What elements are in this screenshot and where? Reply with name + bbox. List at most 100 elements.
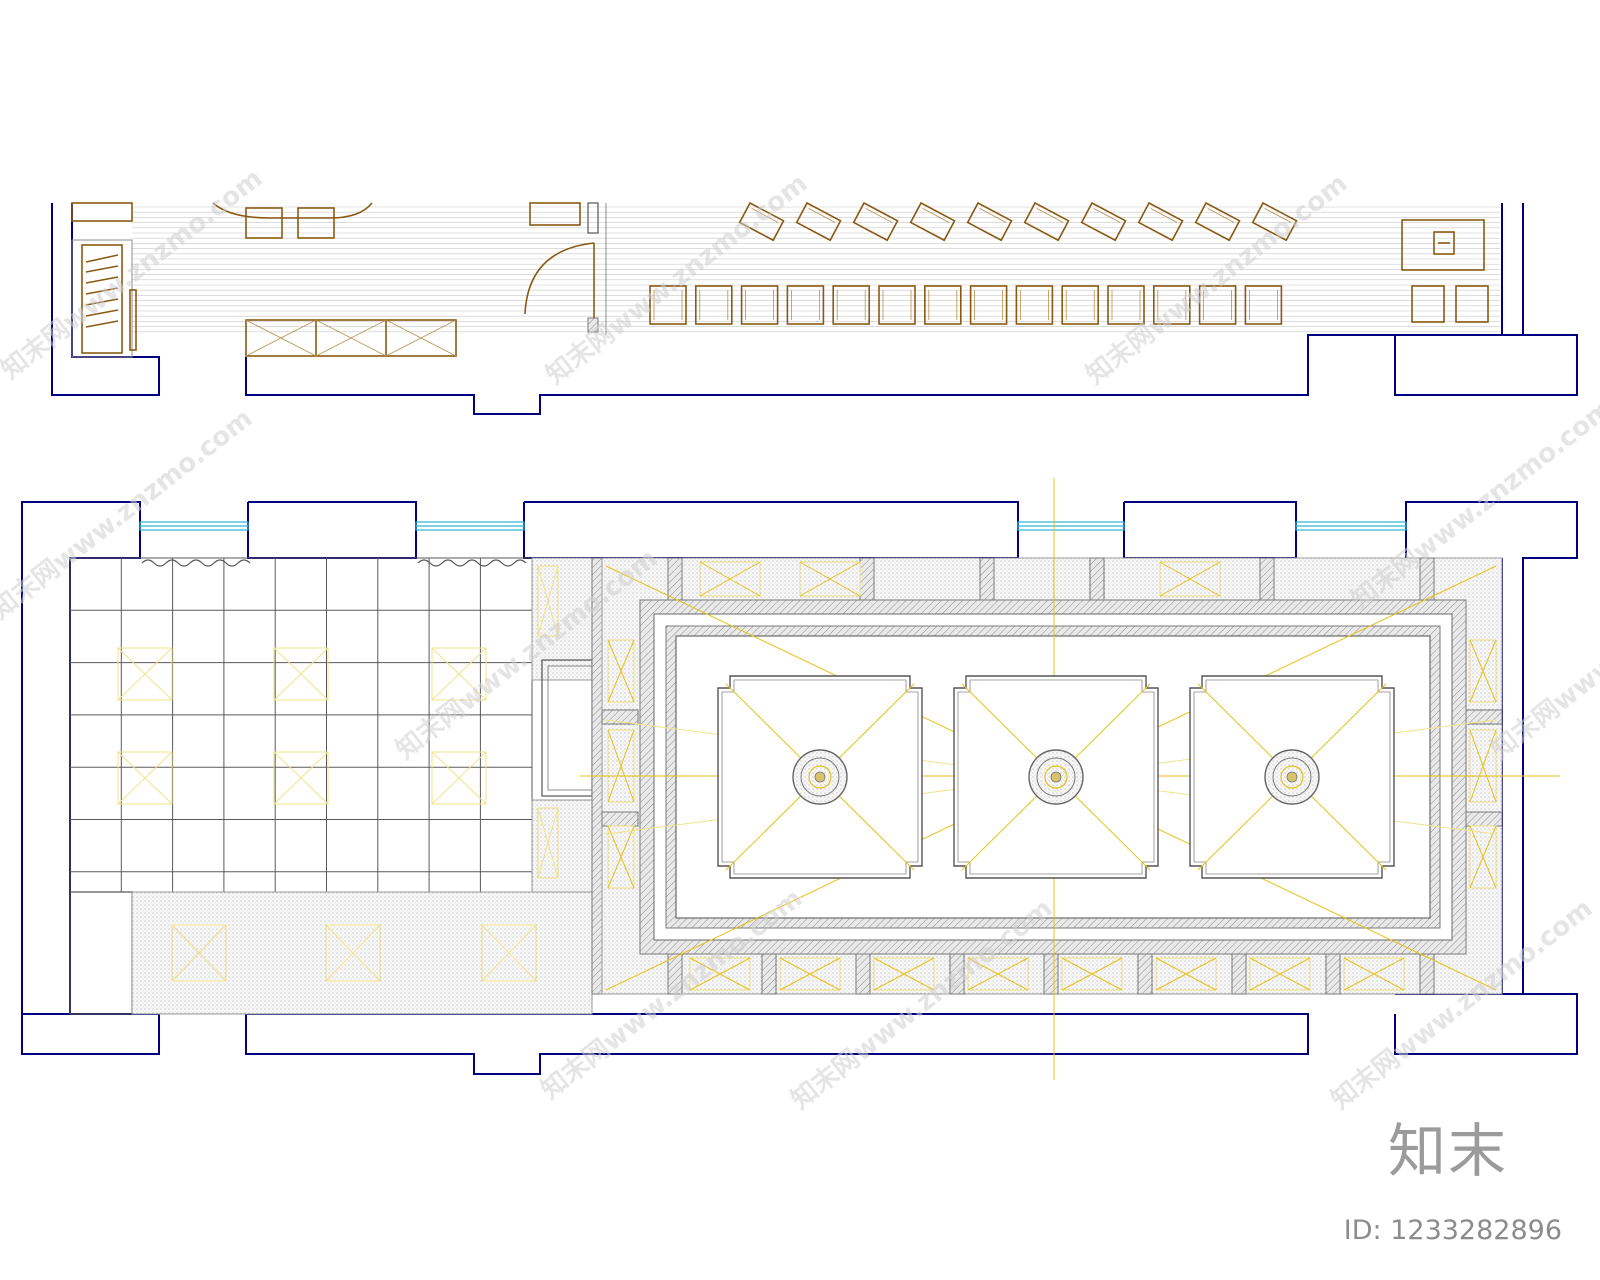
band-fixture-diag (1343, 957, 1405, 991)
light-fixture-diag (117, 751, 173, 805)
diagonal-chair (852, 201, 899, 242)
light-fixture (273, 751, 329, 805)
diagonal-chair (738, 201, 785, 242)
chair-frame (1194, 201, 1241, 242)
band-fixture-diag (607, 825, 635, 889)
ceiling-plan-bottom (21, 478, 1578, 1080)
band-column (1325, 953, 1341, 995)
band-fixture (1159, 561, 1221, 597)
dining-set-left (212, 202, 373, 239)
band-column (1043, 953, 1059, 995)
window-3 (1017, 521, 1125, 531)
seat (1107, 285, 1145, 325)
band-fixture (1469, 729, 1497, 803)
chandelier-ring (1036, 757, 1076, 797)
band-fixture (1469, 825, 1497, 889)
chair-back (979, 208, 1007, 223)
chair-frame (909, 201, 956, 242)
band-column (601, 811, 639, 827)
light-fixture-diag (117, 647, 173, 701)
band-fixture (873, 957, 935, 991)
band-fixture-diag (1155, 957, 1217, 991)
seat (969, 285, 1008, 325)
band-fixture (607, 639, 635, 703)
seat (1061, 285, 1099, 325)
band-fixture-diag (689, 957, 751, 991)
band-column (667, 557, 683, 601)
band-fixture (1155, 957, 1217, 991)
floor-planks (132, 206, 1500, 333)
seat (649, 285, 687, 325)
band-fixture-diag (1469, 639, 1497, 703)
diagonal-chair (1251, 201, 1298, 242)
light-fixture-diag (273, 751, 329, 805)
chandelier-core (808, 765, 832, 789)
diagonal-chairs (738, 201, 1298, 242)
light-fixture (431, 751, 487, 805)
diagonal-chair (909, 201, 956, 242)
seat (923, 285, 962, 325)
band-fixture (779, 957, 841, 991)
band-fixture (607, 825, 635, 889)
diagonal-chair (1137, 201, 1184, 242)
seat (740, 285, 779, 325)
seat (1198, 285, 1237, 325)
band-fixture-diag (1469, 825, 1497, 889)
seat (832, 285, 871, 325)
band-fixture-diag (1249, 957, 1311, 991)
floor-plan-top (51, 201, 1578, 415)
band-fixture (1469, 639, 1497, 703)
ceiling-panels (717, 675, 1395, 879)
band-column (761, 953, 777, 995)
band-fixture (967, 957, 1029, 991)
diagonal-chair (1023, 201, 1070, 242)
light-fixture-diag (431, 647, 487, 701)
seat (1015, 285, 1054, 325)
diagonal-chair (795, 201, 842, 242)
band-fixture (1249, 957, 1311, 991)
band-fixture-diag (1159, 561, 1221, 597)
band-column (979, 557, 995, 601)
band-fixture-diag (799, 561, 861, 597)
band-fixture (1343, 957, 1405, 991)
chair-frame (795, 201, 842, 242)
band-fixture (607, 729, 635, 803)
band-column (859, 557, 875, 601)
band-column (1137, 953, 1153, 995)
light-fixture-diag (273, 647, 329, 701)
light-fixture-diag (431, 751, 487, 805)
chair-frame (738, 201, 785, 242)
brand-logo: 知末 (1387, 1117, 1508, 1185)
band-fixture-diag (699, 561, 761, 597)
band-fixture-diag (607, 639, 635, 703)
chair-back (751, 208, 779, 223)
chandelier-ring (1272, 757, 1312, 797)
seat (694, 285, 733, 325)
chandelier-core (1044, 765, 1068, 789)
window-4 (1295, 521, 1407, 531)
band-fixture (1061, 957, 1123, 991)
diagonal-chair (966, 201, 1013, 242)
diagonal-chair (1080, 201, 1127, 242)
chair-back (1264, 208, 1292, 223)
chair-frame (1080, 201, 1127, 242)
band-column (1259, 557, 1275, 601)
plaster-panel-left (69, 891, 593, 1015)
light-fixture (117, 751, 173, 805)
band-fixture-diag (1469, 729, 1497, 803)
band-fixture (699, 561, 761, 597)
chair-frame (1251, 201, 1298, 242)
chair-back (922, 208, 950, 223)
chair-back (1150, 208, 1178, 223)
chandelier-core (1280, 765, 1304, 789)
band-fixture-diag (967, 957, 1029, 991)
band-fixture-diag (779, 957, 841, 991)
seat-row (649, 285, 1283, 325)
light-fixture (273, 647, 329, 701)
chandelier-center (1050, 771, 1062, 783)
chair-frame (966, 201, 1013, 242)
watermark-text: 知末网www.znzmo.com (541, 168, 813, 390)
chair-frame (852, 201, 899, 242)
chair-frame (1023, 201, 1070, 242)
